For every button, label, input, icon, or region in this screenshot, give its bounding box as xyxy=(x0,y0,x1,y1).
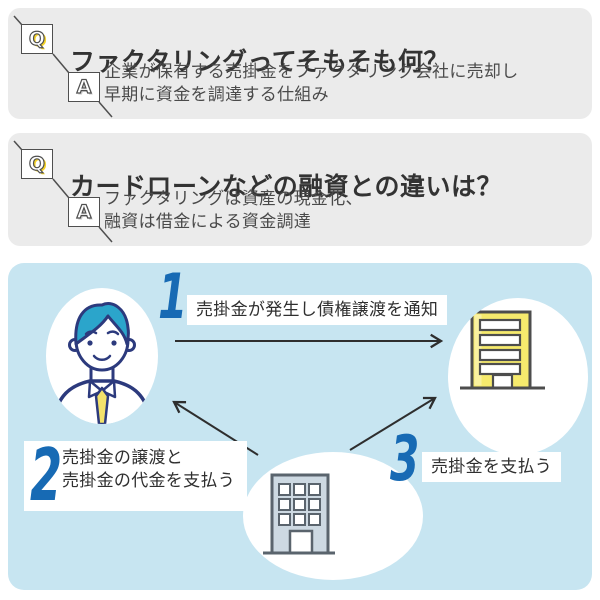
step-2-number-wrap: 2 xyxy=(30,433,63,517)
gray-building-icon xyxy=(243,452,423,580)
q-letter: Q xyxy=(28,152,46,175)
step-2-label-line: 売掛金の譲渡と xyxy=(62,448,184,468)
a-letter: A xyxy=(76,200,92,223)
question-icon: Q xyxy=(21,24,53,54)
person-avatar-icon xyxy=(46,288,158,424)
step-2-label-box: 2 売掛金の譲渡と 売掛金の代金を支払う xyxy=(24,433,247,517)
step-3-label: 売掛金を支払う xyxy=(422,452,562,483)
answer-line: 企業が保有する売掛金をファクタリング会社に売却し xyxy=(104,62,519,82)
step-2-label-line: 売掛金の代金を支払う xyxy=(62,471,235,492)
qa-block-what-is-factoring: Q ファクタリングってそもそも何？ A 企業が保有する売掛金をファクタリング会社… xyxy=(8,8,592,119)
answer-line: ファクタリングは資産の現金化、 xyxy=(104,189,363,209)
answer-line: 融資は借金による資金調達 xyxy=(104,211,312,232)
step-1-label: 売掛金が発生し債権譲渡を通知 xyxy=(187,295,448,326)
answer-line: 早期に資金を調達する仕組み xyxy=(104,84,329,105)
yellow-building-icon xyxy=(448,298,588,455)
question-title: ファクタリングってそもそも何？ xyxy=(70,46,450,76)
a-letter: A xyxy=(76,75,92,98)
q-letter: Q xyxy=(28,27,46,50)
question-icon: Q xyxy=(21,149,53,179)
answer-text: 企業が保有する売掛金をファクタリング会社に売却し 早期に資金を調達する仕組み xyxy=(104,61,519,107)
answer-text: ファクタリングは資産の現金化、 融資は借金による資金調達 xyxy=(104,188,363,234)
question-title: カードローンなどの融資との違いは？ xyxy=(70,171,503,201)
step-3-number: 3 xyxy=(390,422,420,495)
answer-icon: A xyxy=(68,197,100,227)
qa-block-difference-from-loans: Q カードローンなどの融資との違いは？ A ファクタリングは資産の現金化、 融資… xyxy=(8,133,592,246)
step-1-number: 1 xyxy=(158,260,188,333)
step-2-label: 売掛金の譲渡と 売掛金の代金を支払う xyxy=(62,447,235,494)
factoring-flow-panel: 1 売掛金が発生し債権譲渡を通知 2 売掛金の譲渡と 売掛金の代金を支払う 3 … xyxy=(8,263,592,590)
answer-icon: A xyxy=(68,72,100,102)
step-2-number: 2 xyxy=(30,433,63,517)
